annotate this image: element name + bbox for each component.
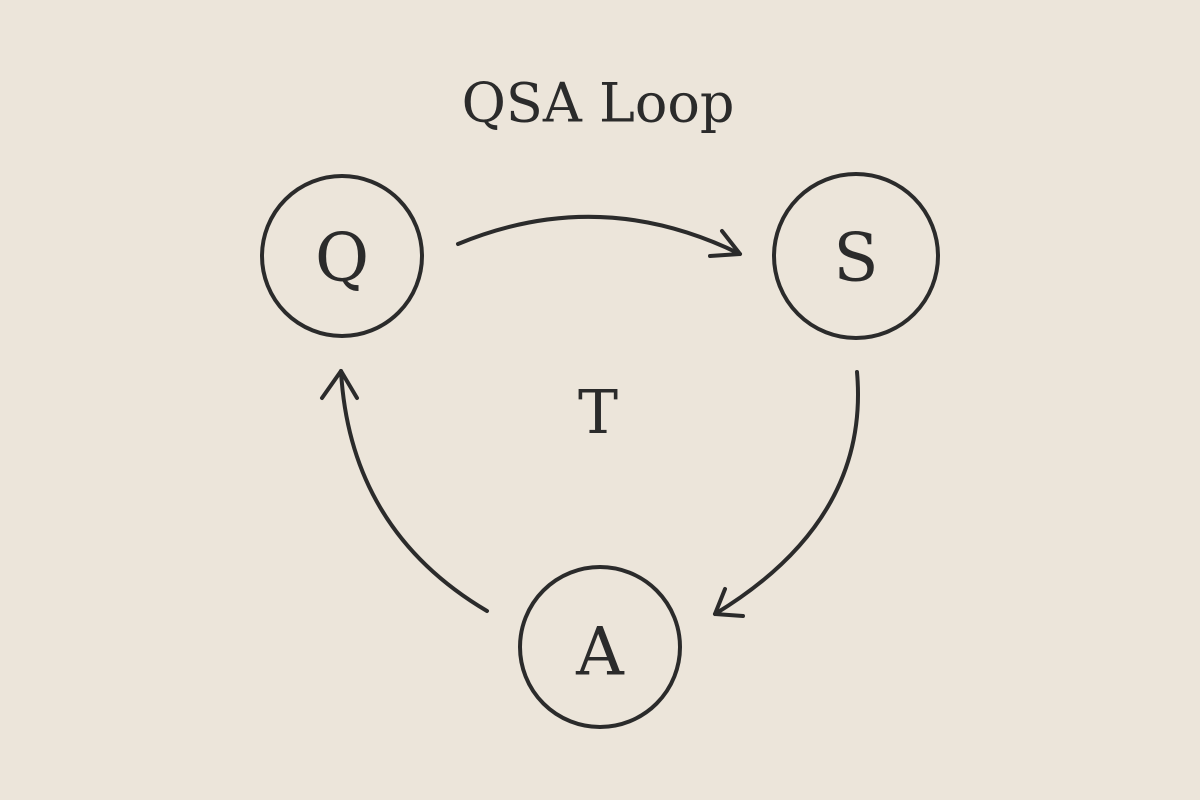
edge-s-to-a-curve [713,370,860,616]
edge-q-to-s-curve [456,214,742,256]
edge-a-to-q-curve [339,369,489,613]
node-a: A [518,565,682,729]
node-a-circle [518,565,682,729]
node-a-label: A [575,614,625,691]
node-s-label: S [833,220,878,297]
node-q-label: Q [315,220,369,297]
diagram-title: QSA Loop [462,72,735,135]
center-label: T [578,378,618,448]
edge-a-to-q-arrowhead [320,369,359,400]
node-q-circle [260,174,424,338]
edge-q-to-s-arrowhead [708,229,742,258]
node-q: Q [260,174,424,338]
node-s-circle [772,172,940,340]
edge-s-to-a-arrowhead [713,587,745,618]
node-s: S [772,172,940,340]
edge-q-to-s [456,214,742,258]
edge-a-to-q [320,369,489,613]
edge-s-to-a [713,370,860,618]
